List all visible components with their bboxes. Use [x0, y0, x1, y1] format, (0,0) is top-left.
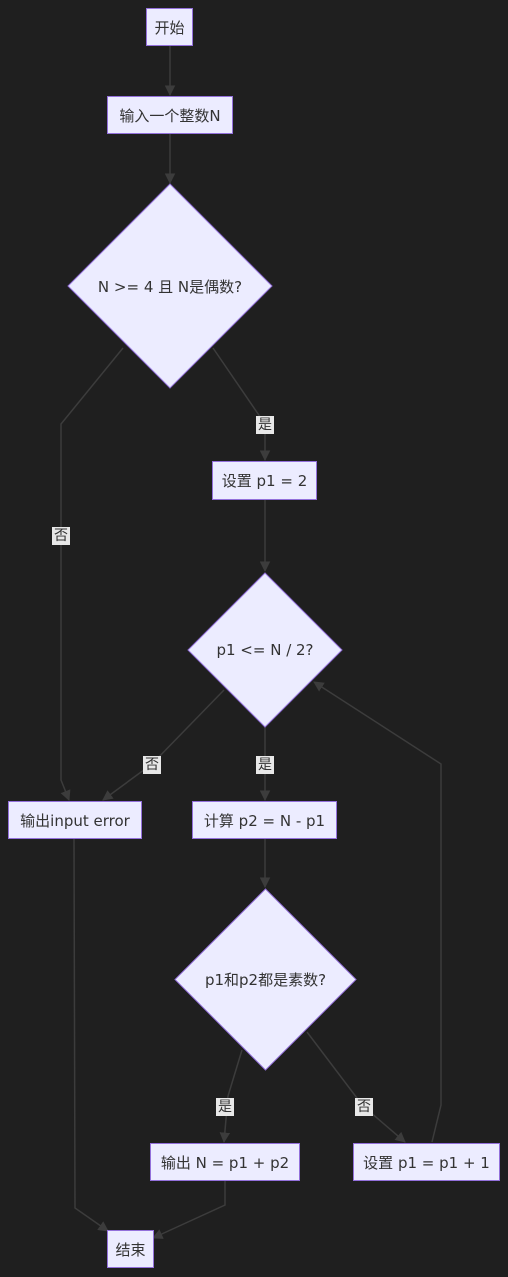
- edge-error-end: [73, 838, 109, 1232]
- edge-label-yes-1: 是: [256, 416, 274, 434]
- edge-label-yes-3: 是: [216, 1098, 234, 1116]
- edge-loop-back: [313, 681, 442, 1143]
- edge-label-no-3: 否: [355, 1098, 373, 1116]
- edge-result-end: [152, 1181, 226, 1239]
- node-start: 开始: [146, 8, 193, 46]
- edge-check-n-no: [60, 347, 124, 801]
- decision-check-p1-label: p1 <= N / 2?: [216, 641, 314, 659]
- edge-label-no-1: 否: [52, 527, 70, 545]
- node-set-p1: 设置 p1 = 2: [212, 461, 317, 500]
- decision-check-n-label: N >= 4 且 N是偶数?: [97, 277, 243, 296]
- edge-label-yes-2: 是: [256, 756, 274, 774]
- node-increment-p1: 设置 p1 = p1 + 1: [353, 1143, 500, 1181]
- edge-label-no-2: 否: [143, 756, 161, 774]
- edge-check-prime-yes: [219, 1049, 243, 1144]
- decision-check-prime-label: p1和p2都是素数?: [204, 971, 327, 989]
- decision-check-p1-shape: [187, 572, 343, 728]
- node-calc-p2: 计算 p2 = N - p1: [192, 801, 337, 839]
- decision-check-prime-shape: [174, 888, 357, 1071]
- node-input: 输入一个整数N: [107, 96, 233, 134]
- node-output-result: 输出 N = p1 + p2: [150, 1143, 300, 1181]
- node-end: 结束: [107, 1230, 154, 1268]
- decision-check-n-shape: [67, 183, 273, 389]
- node-output-error: 输出input error: [8, 801, 142, 839]
